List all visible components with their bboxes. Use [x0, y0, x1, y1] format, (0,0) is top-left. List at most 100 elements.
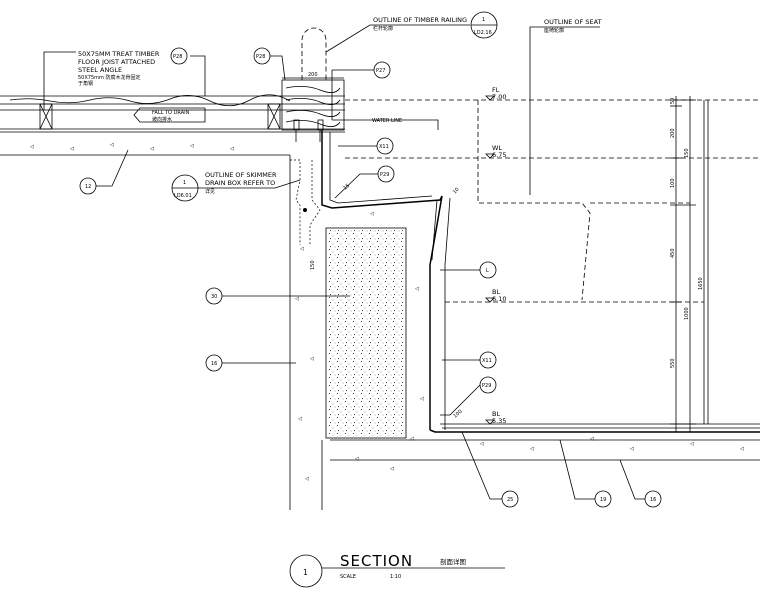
tag-p27: P27	[373, 61, 391, 79]
tag-x11a: X11	[338, 137, 394, 155]
svg-text:◁: ◁	[390, 466, 394, 472]
svg-text:◁: ◁	[690, 441, 694, 447]
dim-50: 50	[670, 98, 676, 104]
fall-to-drain-text: FALL TO DRAIN	[152, 110, 190, 116]
dim-550: 550	[670, 358, 676, 368]
note-water-line-small: WATER LINE	[372, 118, 402, 124]
tag-p28a: P28	[170, 47, 206, 96]
tag-x11b-label: X11	[482, 358, 492, 364]
level-fl: FL 7.00	[485, 86, 506, 101]
guide-lines	[345, 99, 760, 303]
level-wl: WL 6.75	[485, 144, 506, 159]
gravel-block	[325, 227, 407, 439]
svg-text:◁: ◁	[190, 143, 194, 149]
pool-wall	[321, 100, 760, 461]
svg-text:◁: ◁	[410, 436, 414, 442]
note-timber-line1: 50X75MM TREAT TIMBER	[78, 50, 160, 58]
svg-text:◁: ◁	[300, 246, 304, 252]
dim-450: 450	[670, 248, 676, 258]
note-timber-line2: FLOOR JOIST ATTACHED	[78, 58, 155, 66]
note-timber-cn: 50X75mm 防腐木龙骨固定	[78, 74, 140, 81]
level-bl1-value: 6.10	[492, 295, 506, 303]
title-number: 1	[303, 568, 308, 577]
note-railing-text: OUTLINE OF TIMBER RAILING	[373, 16, 467, 24]
svg-text:◁: ◁	[630, 446, 634, 452]
tag-p27-label: P27	[376, 68, 385, 74]
tag-19-label: 19	[600, 497, 606, 503]
dim-100: 100	[670, 178, 676, 188]
svg-text:◁: ◁	[415, 286, 419, 292]
steel-angle	[293, 119, 324, 142]
skimmer-cn: 详见	[205, 188, 215, 195]
tag-l: L	[440, 261, 497, 279]
post-dims: 200	[282, 69, 374, 120]
note-railing: OUTLINE OF TIMBER RAILING 栏杆轮廓 1 LD2.16	[325, 11, 498, 53]
timber-deck	[0, 79, 345, 133]
dim-10: 10	[452, 187, 461, 196]
dim-1000: 1000	[684, 307, 690, 320]
svg-text:◁: ◁	[295, 296, 299, 302]
ref-skimmer-bottom: LD6.01	[174, 193, 192, 199]
tag-p29a-label: P29	[380, 172, 389, 178]
svg-text:◁: ◁	[740, 446, 744, 452]
svg-text:◁: ◁	[355, 456, 359, 462]
tag-16b-label: 16	[650, 497, 656, 503]
tag-l-label: L	[486, 268, 489, 274]
level-bl2-label: BL	[492, 410, 500, 418]
level-wl-value: 6.75	[492, 151, 506, 159]
level-fl-label: FL	[492, 86, 500, 94]
tag-12-label: 12	[85, 184, 91, 190]
skimmer-line2: DRAIN BOX REFER TO	[205, 179, 275, 187]
concrete-slab: ◁◁◁ ◁◁◁ ◁◁◁ ◁◁◁ ◁◁◁ ◁◁◁ ◁◁◁ ◁◁	[0, 142, 744, 510]
tag-p29b-label: P29	[482, 383, 491, 389]
level-wl-label: WL	[492, 144, 502, 152]
level-fl-value: 7.00	[492, 93, 506, 101]
tag-12: 12	[79, 149, 129, 195]
skimmer-line1: OUTLINE OF SKIMMER	[205, 171, 277, 179]
tag-25-label: 25	[507, 497, 513, 503]
title-section-cn: 剖面详图	[440, 557, 466, 566]
note-fall-to-drain: FALL TO DRAIN 坡向排水	[133, 107, 206, 123]
svg-text:◁: ◁	[305, 476, 309, 482]
fall-to-drain-cn: 坡向排水	[152, 116, 172, 123]
note-timber-line3: STEEL ANGLE	[78, 66, 122, 74]
tag-p29b: P29	[440, 376, 497, 416]
skimmer-box	[290, 159, 321, 245]
note-seat: OUTLINE OF SEAT 座椅轮廓	[529, 18, 602, 195]
svg-text:◁: ◁	[298, 416, 302, 422]
level-bl2: BL 5.35	[485, 410, 506, 425]
dim-post-200: 200	[308, 72, 318, 78]
dim-100b: 100	[452, 409, 463, 420]
tag-p28a-label: P28	[173, 54, 182, 60]
tag-x11a-label: X11	[379, 144, 389, 150]
tag-p28b: P28	[253, 47, 286, 81]
title-scale-label: SCALE	[340, 574, 356, 580]
title-section: SECTION	[340, 552, 413, 570]
tag-16a-label: 16	[211, 361, 217, 367]
water-line-small: WATER LINE	[372, 118, 402, 124]
level-bl1-label: BL	[492, 288, 500, 296]
note-seat-cn: 座椅轮廓	[544, 27, 564, 34]
note-timber-floor: 50X75MM TREAT TIMBER FLOOR JOIST ATTACHE…	[43, 50, 160, 110]
dim-150b: 150	[310, 260, 316, 270]
svg-text:◁: ◁	[150, 146, 154, 152]
dim-150: 150	[684, 148, 690, 158]
svg-text:◁: ◁	[370, 211, 374, 217]
svg-text:◁: ◁	[30, 144, 34, 150]
level-bl1: BL 6.10	[485, 288, 506, 303]
ref-skimmer-top: 1	[183, 180, 186, 186]
svg-text:◁: ◁	[530, 446, 534, 452]
tag-p28b-label: P28	[256, 54, 265, 60]
tag-16a: 16	[205, 354, 296, 372]
svg-text:◁: ◁	[110, 142, 114, 148]
tag-p29a: P29	[334, 165, 395, 199]
svg-text:◁: ◁	[310, 356, 314, 362]
tag-25: 25	[461, 431, 519, 508]
svg-text:◁: ◁	[70, 146, 74, 152]
dim-1650: 1650	[698, 277, 704, 290]
ref-railing-bottom: LD2.16	[474, 30, 492, 36]
title-scale-value: 1:10	[390, 574, 401, 580]
ref-railing-top: 1	[482, 17, 485, 23]
tag-16b: 16	[619, 459, 662, 508]
